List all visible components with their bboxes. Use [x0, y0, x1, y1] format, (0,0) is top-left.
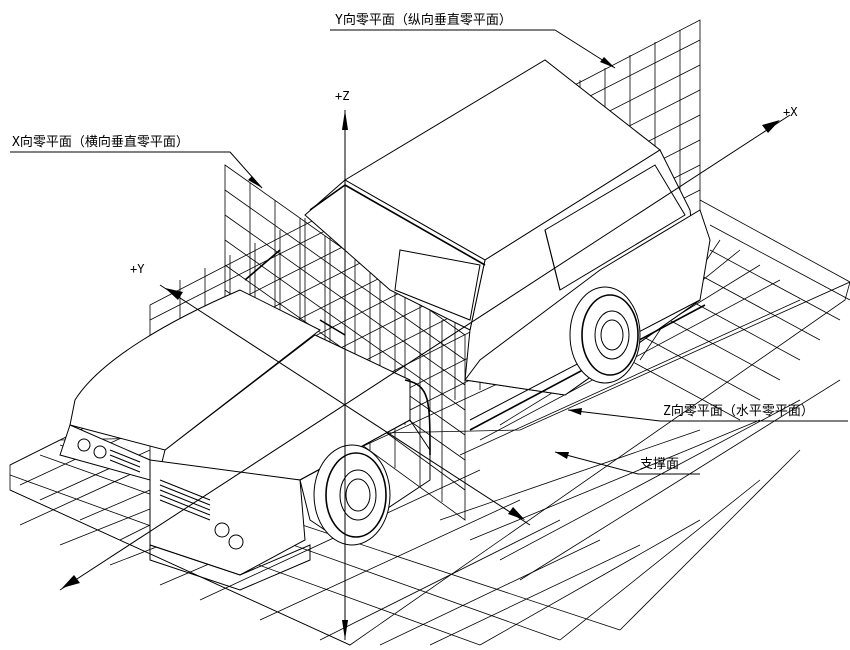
axes	[59, 110, 791, 640]
car-left-hood	[69, 289, 321, 451]
z-plane-label: Z向零平面（水平零平面）	[663, 403, 814, 419]
x-axis-arrow-icon	[62, 575, 80, 588]
headlight-icon	[228, 534, 244, 550]
car-front-window	[394, 249, 481, 321]
z-axis-arrow-icon	[342, 620, 348, 640]
x-axis-label: +X	[783, 105, 798, 119]
x-plane-label: X向零平面（横向垂直零平面）	[12, 134, 189, 150]
y-axis-arrow-icon	[508, 507, 525, 520]
headlight-icon	[93, 445, 107, 459]
y-plane-label: Y向零平面（纵向垂直零平面）	[335, 12, 512, 28]
car-front-fender	[299, 419, 431, 541]
leader-arrow-icon	[248, 176, 262, 188]
support-callout: 支撑面	[554, 451, 700, 475]
x-plane-callout: X向零平面（横向垂直零平面）	[10, 134, 263, 189]
headlight-icon	[77, 438, 91, 452]
z-axis-arrow-icon	[342, 110, 348, 130]
y-axis-line	[159, 284, 531, 526]
x-axis-arrow-icon	[762, 120, 780, 133]
car-grille	[159, 479, 211, 521]
car-front-face	[149, 459, 306, 576]
y-axis-label: +Y	[130, 262, 145, 276]
z-axis-label: +Z	[335, 89, 349, 103]
car-bumper	[149, 544, 311, 591]
car-left-grille	[109, 449, 141, 473]
y-axis-arrow-icon	[165, 288, 183, 300]
y-plane-callout: Y向零平面（纵向垂直零平面）	[330, 12, 616, 69]
leader-arrow-icon	[555, 452, 569, 459]
headlight-icon	[214, 522, 230, 538]
car	[59, 59, 711, 591]
leader-arrow-icon	[568, 408, 582, 415]
car-a-pillar	[404, 379, 431, 456]
x-axis-line	[59, 114, 791, 591]
front-wheel	[313, 444, 391, 546]
rear-wheel	[569, 286, 641, 384]
support-label: 支撑面	[640, 457, 679, 472]
z-plane-callout: Z向零平面（水平零平面）	[567, 403, 848, 422]
leader-arrow-icon	[600, 57, 615, 68]
